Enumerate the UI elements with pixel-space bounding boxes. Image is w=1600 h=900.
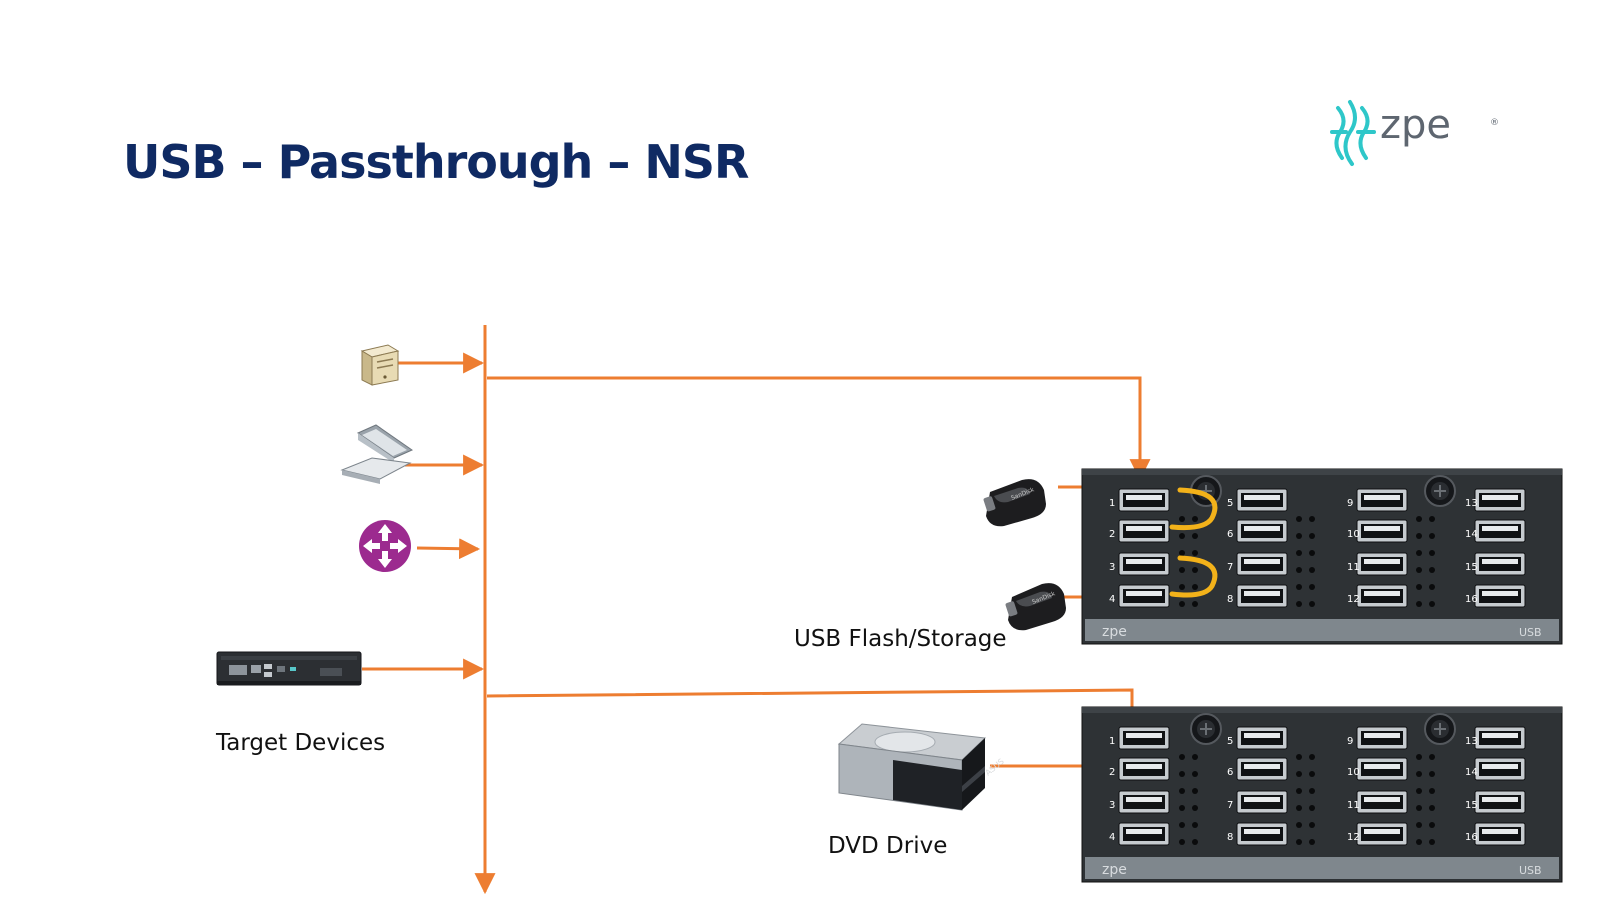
usb-port-8[interactable]: 8 bbox=[1227, 822, 1288, 846]
usb-port-number: 10 bbox=[1347, 529, 1360, 540]
usb-port-10[interactable]: 10 bbox=[1347, 519, 1408, 543]
usb-port-number: 12 bbox=[1347, 832, 1360, 843]
usb-port-number: 6 bbox=[1227, 529, 1233, 540]
logo-wordmark: zpe bbox=[1380, 102, 1451, 148]
usb-port-number: 2 bbox=[1109, 529, 1115, 540]
usb-port-number: 4 bbox=[1109, 594, 1115, 605]
usb-port-number: 16 bbox=[1465, 832, 1478, 843]
logo-registered-mark: ® bbox=[1490, 118, 1499, 128]
slide-title: USB – Passthrough – NSR bbox=[123, 135, 749, 189]
usb-port-1[interactable]: 1 bbox=[1109, 488, 1170, 512]
router-connector bbox=[416, 538, 481, 560]
usb-port-5[interactable]: 5 bbox=[1227, 726, 1288, 750]
usb-port-11[interactable]: 11 bbox=[1347, 790, 1408, 814]
panel-brand: zpe bbox=[1102, 862, 1127, 878]
router-icon bbox=[359, 520, 411, 572]
usb-port-number: 5 bbox=[1227, 736, 1233, 747]
usb-port-number: 13 bbox=[1465, 498, 1478, 509]
usb-port-12[interactable]: 12 bbox=[1347, 584, 1408, 608]
bus-to-panel2-connector bbox=[486, 688, 1143, 731]
usb-port-4[interactable]: 4 bbox=[1109, 584, 1170, 608]
usb-port-number: 6 bbox=[1227, 767, 1233, 778]
usb-port-number: 12 bbox=[1347, 594, 1360, 605]
usb-port-number: 2 bbox=[1109, 767, 1115, 778]
usb-flash-icon: SanDisk bbox=[983, 479, 1046, 527]
dvd-drive-icon: ASUS bbox=[837, 723, 1006, 811]
usb-port-number: 9 bbox=[1347, 498, 1353, 509]
usb-port-number: 8 bbox=[1227, 594, 1233, 605]
target-devices-label: Target Devices bbox=[216, 730, 386, 756]
usb-port-number: 11 bbox=[1347, 800, 1360, 811]
usb-flash-icon: SanDisk bbox=[1005, 583, 1066, 631]
usb-port-number: 3 bbox=[1109, 562, 1115, 573]
usb-port-13[interactable]: 13 bbox=[1465, 726, 1526, 750]
usb-port-14[interactable]: 14 bbox=[1465, 757, 1526, 781]
usb-port-number: 1 bbox=[1109, 736, 1115, 747]
usb-port-14[interactable]: 14 bbox=[1465, 519, 1526, 543]
usb-port-2[interactable]: 2 bbox=[1109, 757, 1170, 781]
laptop-icon bbox=[340, 424, 414, 484]
usb-port-number: 16 bbox=[1465, 594, 1478, 605]
usb-port-2[interactable]: 2 bbox=[1109, 519, 1170, 543]
usb-port-number: 1 bbox=[1109, 498, 1115, 509]
usb-loop-cables bbox=[1169, 487, 1218, 598]
usb-port-12[interactable]: 12 bbox=[1347, 822, 1408, 846]
usb-port-3[interactable]: 3 bbox=[1109, 790, 1170, 814]
panel-tag: USB bbox=[1519, 626, 1542, 639]
usb-port-4[interactable]: 4 bbox=[1109, 822, 1170, 846]
usb-port-number: 10 bbox=[1347, 767, 1360, 778]
usb-port-number: 13 bbox=[1465, 736, 1478, 747]
usb-port-number: 15 bbox=[1465, 800, 1478, 811]
usb-port-number: 11 bbox=[1347, 562, 1360, 573]
usb-port-11[interactable]: 11 bbox=[1347, 552, 1408, 576]
usb-port-number: 3 bbox=[1109, 800, 1115, 811]
usb-port-number: 15 bbox=[1465, 562, 1478, 573]
usb-port-number: 5 bbox=[1227, 498, 1233, 509]
usb-port-16[interactable]: 16 bbox=[1465, 584, 1526, 608]
usb-port-7[interactable]: 7 bbox=[1227, 552, 1288, 576]
usb-port-9[interactable]: 9 bbox=[1347, 488, 1408, 512]
usb-port-15[interactable]: 15 bbox=[1465, 790, 1526, 814]
usb-port-number: 4 bbox=[1109, 832, 1115, 843]
usb-port-6[interactable]: 6 bbox=[1227, 757, 1288, 781]
usb-port-15[interactable]: 15 bbox=[1465, 552, 1526, 576]
usb-port-number: 7 bbox=[1227, 800, 1233, 811]
usb-port-6[interactable]: 6 bbox=[1227, 519, 1288, 543]
usb-port-9[interactable]: 9 bbox=[1347, 726, 1408, 750]
server-icon bbox=[360, 344, 400, 386]
usb-port-7[interactable]: 7 bbox=[1227, 790, 1288, 814]
usb-port-number: 9 bbox=[1347, 736, 1353, 747]
appliance-icon bbox=[216, 651, 362, 686]
usb-port-number: 8 bbox=[1227, 832, 1233, 843]
panel-tag: USB bbox=[1519, 864, 1542, 877]
panel-brand: zpe bbox=[1102, 624, 1127, 640]
usb-flash-label: USB Flash/Storage bbox=[794, 626, 1007, 652]
usb-port-8[interactable]: 8 bbox=[1227, 584, 1288, 608]
usb-port-13[interactable]: 13 bbox=[1465, 488, 1526, 512]
dvd-drive-label: DVD Drive bbox=[828, 833, 948, 859]
usb-port-number: 14 bbox=[1465, 529, 1478, 540]
usb-port-16[interactable]: 16 bbox=[1465, 822, 1526, 846]
usb-port-3[interactable]: 3 bbox=[1109, 552, 1170, 576]
usb-port-5[interactable]: 5 bbox=[1227, 488, 1288, 512]
usb-port-number: 7 bbox=[1227, 562, 1233, 573]
usb-port-10[interactable]: 10 bbox=[1347, 757, 1408, 781]
usb-port-1[interactable]: 1 bbox=[1109, 726, 1170, 750]
usb-port-number: 14 bbox=[1465, 767, 1478, 778]
zpe-logo-icon bbox=[1330, 100, 1376, 166]
bus-to-panel1-connector bbox=[487, 376, 1151, 481]
